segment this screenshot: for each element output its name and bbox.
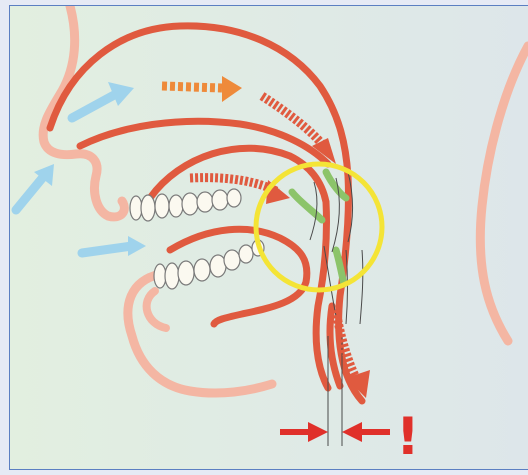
- background: [10, 6, 528, 470]
- diagram-frame: !: [9, 5, 528, 470]
- sleep-apnea-airway-diagram: !: [10, 6, 528, 470]
- exclamation-mark: !: [396, 407, 420, 467]
